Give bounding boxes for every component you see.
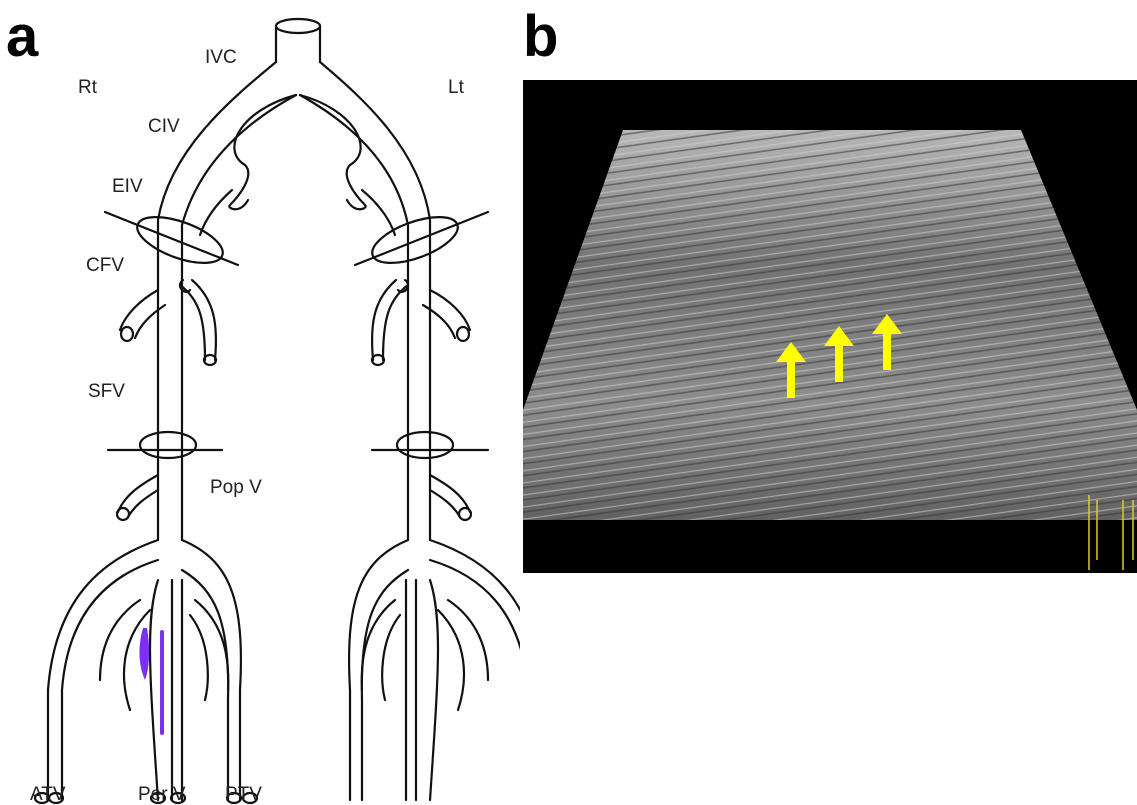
left-thigh-branches	[372, 280, 470, 365]
cfv-label: CFV	[86, 255, 124, 276]
right-pop-branch	[117, 475, 158, 520]
ivc-label: IVC	[205, 47, 237, 68]
rt-label: Rt	[78, 77, 98, 98]
left-calf-veins	[349, 540, 520, 800]
right-thigh-branches	[120, 280, 216, 365]
ivc-vessel	[276, 19, 320, 62]
ultrasound-image	[523, 80, 1137, 573]
knee-ring-right	[108, 432, 222, 458]
civ-label: CIV	[148, 116, 180, 137]
inguinal-ring-left	[355, 208, 488, 273]
pop-v-label: Pop V	[210, 477, 262, 498]
inguinal-ring-right	[105, 208, 238, 273]
eiv-label: EIV	[112, 176, 143, 197]
lt-label: Lt	[448, 77, 465, 98]
ptv-label: PTV	[225, 784, 262, 805]
panel-b-label: b	[523, 8, 558, 66]
left-main-trunk	[300, 62, 430, 540]
venous-anatomy-diagram: Rt Lt IVC CIV EIV CFV SFV Pop V ATV Per …	[0, 0, 520, 805]
per-v-label: Per V	[138, 784, 186, 805]
atv-label: ATV	[30, 784, 66, 805]
sfv-label: SFV	[88, 381, 125, 402]
left-pop-branch	[430, 475, 471, 520]
